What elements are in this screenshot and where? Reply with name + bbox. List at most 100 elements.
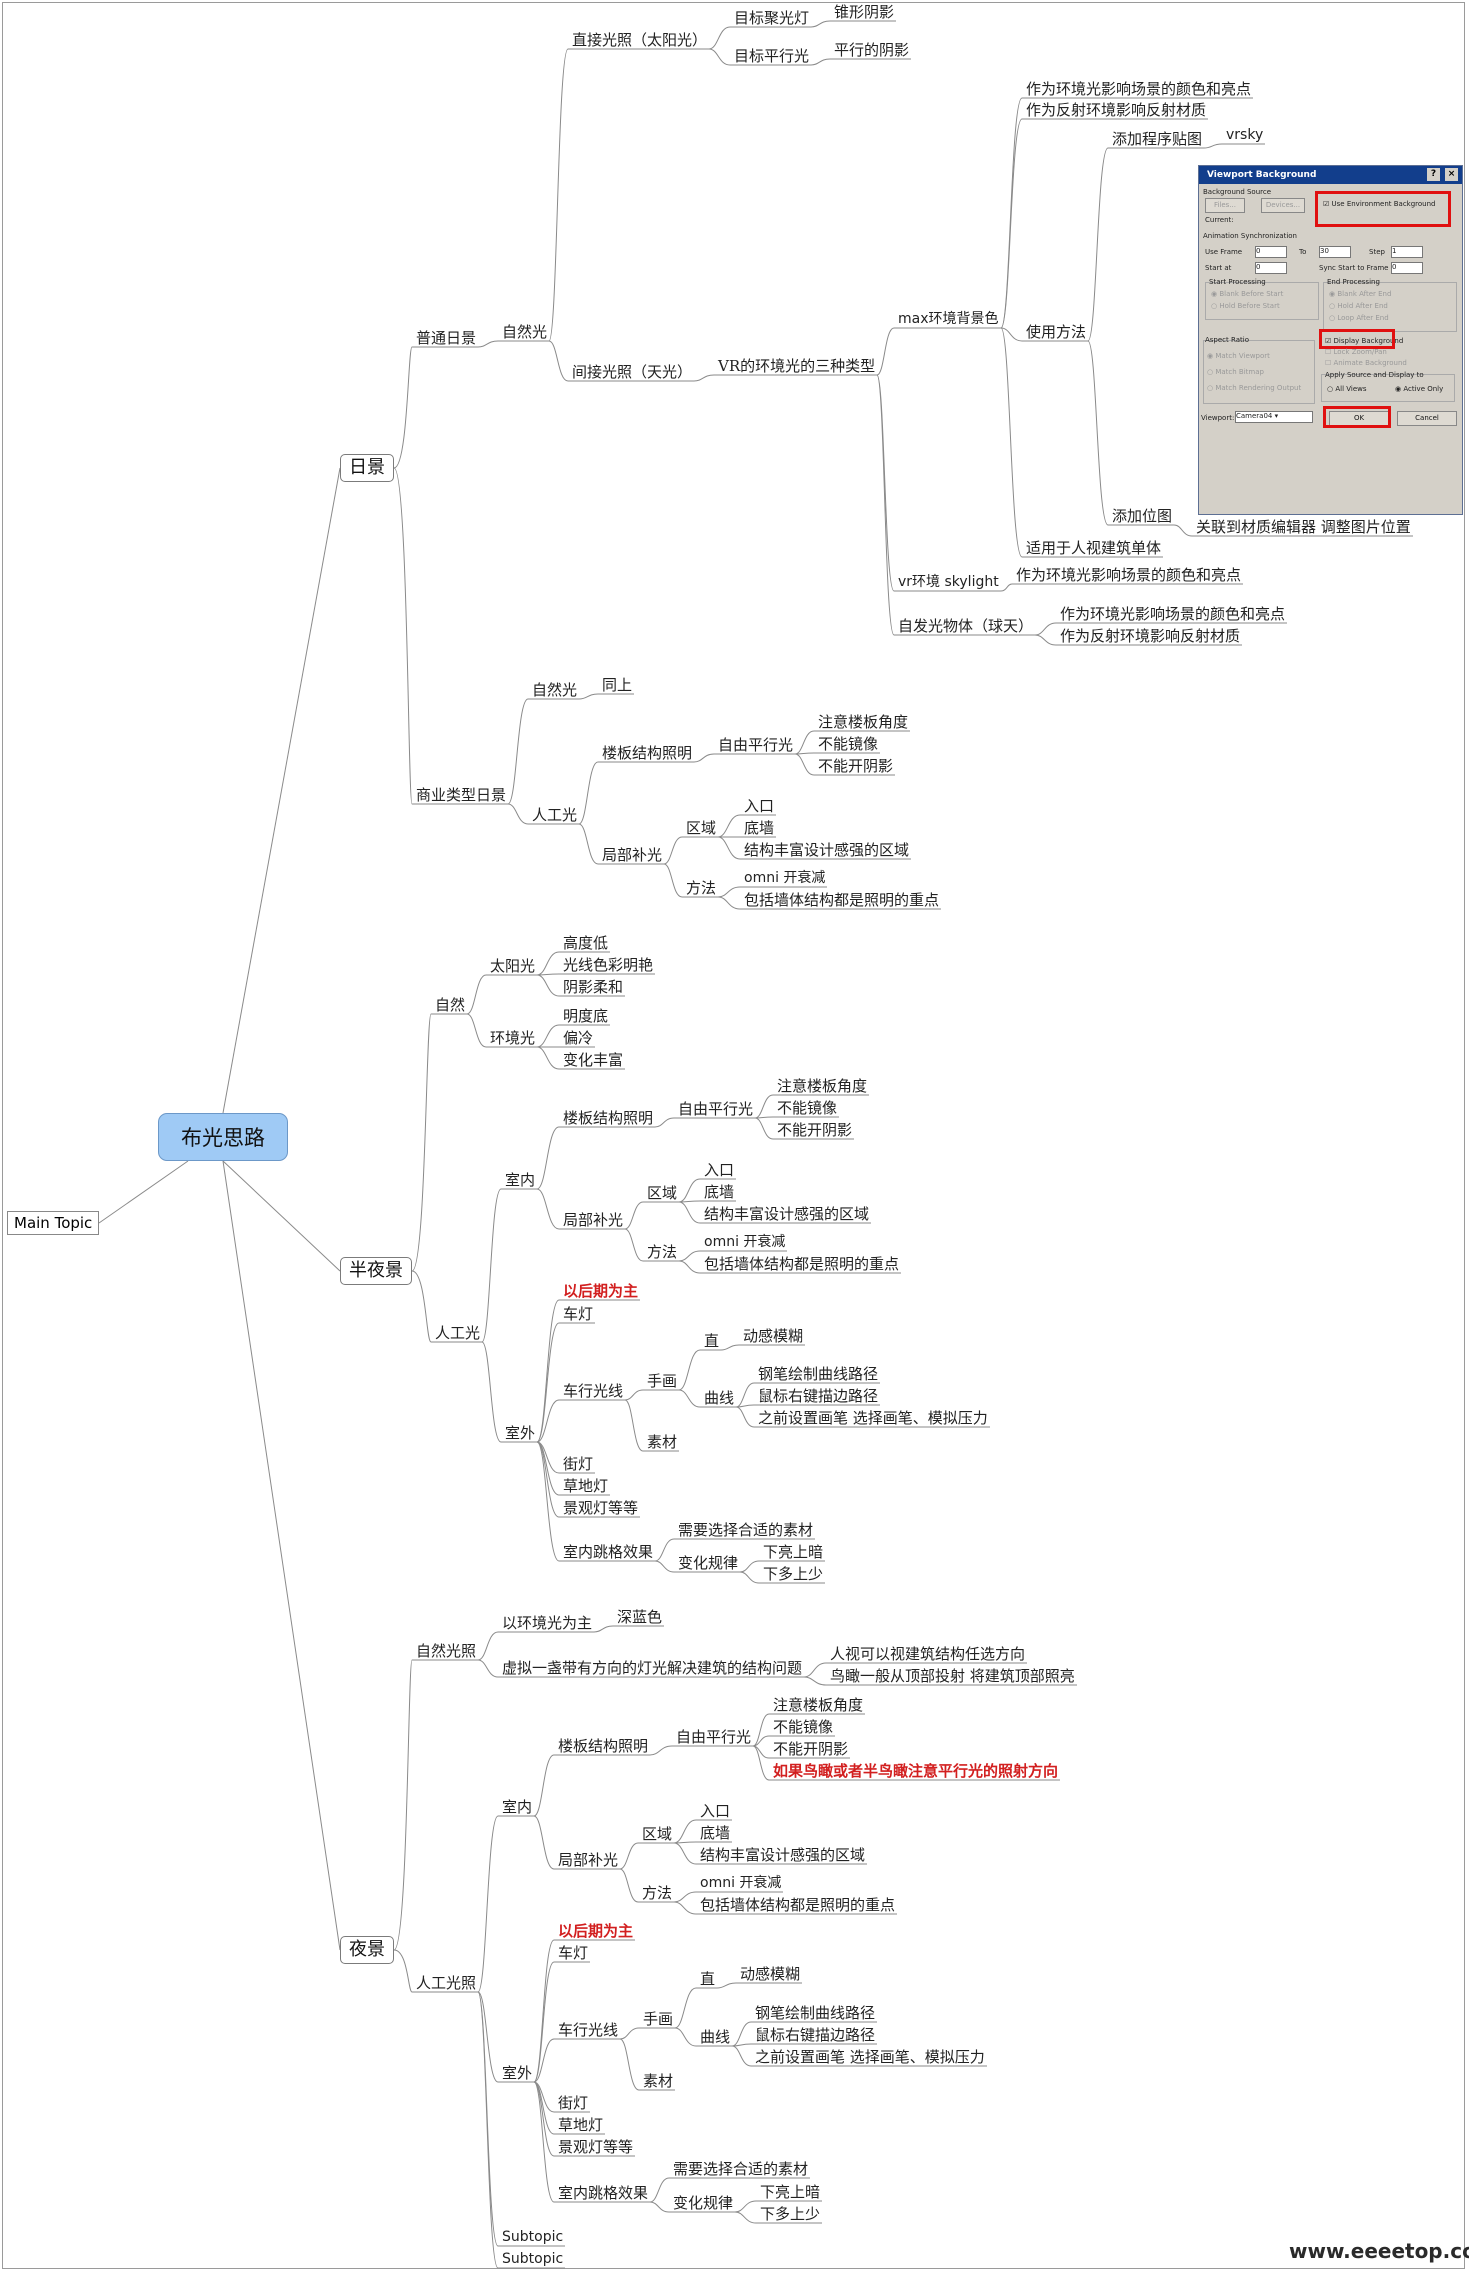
dusk-sun[interactable]: 太阳光 — [490, 957, 536, 975]
night-post[interactable]: 以后期为主 — [558, 1922, 634, 1940]
night-outdoor[interactable]: 室外 — [502, 2064, 533, 2082]
use-frame-field[interactable]: 0 — [1255, 246, 1287, 258]
dusk-amb-2[interactable]: 偏冷 — [563, 1029, 594, 1047]
dusk-local[interactable]: 局部补光 — [563, 1211, 624, 1229]
day-vr-skylight[interactable]: vr环境 skylight — [898, 574, 999, 590]
devices-button[interactable]: Devices... — [1261, 198, 1305, 213]
help-button[interactable]: ? — [1427, 168, 1440, 181]
day-c-omni[interactable]: omni 开衰减 — [744, 870, 826, 886]
night-curve[interactable]: 曲线 — [700, 2028, 731, 2046]
all-views-radio[interactable]: ○ All Views — [1327, 385, 1367, 393]
day-c-area[interactable]: 区域 — [686, 819, 717, 837]
dusk-method[interactable]: 方法 — [647, 1243, 678, 1261]
day-c-method[interactable]: 方法 — [686, 879, 717, 897]
dusk-bright-up[interactable]: 下亮上暗 — [763, 1543, 824, 1561]
night-indoor[interactable]: 室内 — [502, 1798, 533, 1816]
day-commercial[interactable]: 商业类型日景 — [416, 786, 507, 804]
night-focus[interactable]: 包括墙体结构都是照明的重点 — [700, 1896, 896, 1914]
dusk-no-shadow[interactable]: 不能开阴影 — [777, 1121, 853, 1139]
night-bright-up[interactable]: 下亮上暗 — [760, 2183, 821, 2201]
night-hand[interactable]: 手画 — [643, 2010, 674, 2028]
branch-night[interactable]: 夜景 — [340, 1936, 394, 1964]
dusk-artificial[interactable]: 人工光 — [435, 1324, 481, 1342]
day-self-env-reflect[interactable]: 作为反射环境影响反射材质 — [1060, 627, 1241, 645]
day-suit-human[interactable]: 适用于人视建筑单体 — [1026, 539, 1162, 557]
dusk-lawn[interactable]: 草地灯 — [563, 1477, 609, 1495]
day-env-reflect[interactable]: 作为反射环境影响反射材质 — [1026, 101, 1207, 119]
day-bitmap-note[interactable]: 关联到材质编辑器 调整图片位置 — [1196, 518, 1411, 536]
night-material[interactable]: 素材 — [643, 2072, 674, 2090]
hold-before-radio[interactable]: ○ Hold Before Start — [1211, 302, 1280, 310]
dusk-indoor[interactable]: 室内 — [505, 1171, 536, 1189]
dusk-street[interactable]: 街灯 — [563, 1455, 594, 1473]
night-brush[interactable]: 之前设置画笔 选择画笔、模拟压力 — [755, 2048, 985, 2066]
day-natural-light[interactable]: 自然光 — [502, 323, 548, 341]
dusk-entrance[interactable]: 入口 — [704, 1161, 735, 1179]
night-artificial[interactable]: 人工光照 — [416, 1974, 477, 1992]
day-c-base[interactable]: 底墙 — [744, 819, 775, 837]
day-c-artificial[interactable]: 人工光 — [532, 806, 578, 824]
dusk-material[interactable]: 素材 — [647, 1433, 678, 1451]
match-bitmap-radio[interactable]: ○ Match Bitmap — [1207, 368, 1264, 376]
day-c-local[interactable]: 局部补光 — [602, 846, 663, 864]
start-at-field[interactable]: 0 — [1255, 262, 1287, 274]
dusk-straight[interactable]: 直 — [704, 1332, 720, 1350]
day-vrsky[interactable]: vrsky — [1226, 127, 1264, 143]
central-topic[interactable]: 布光思路 — [158, 1113, 288, 1161]
day-normal[interactable]: 普通日景 — [416, 329, 477, 347]
lock-zoom-checkbox[interactable]: ☐ Lock Zoom/Pan — [1325, 348, 1387, 356]
night-base[interactable]: 底墙 — [700, 1824, 731, 1842]
night-subtopic-2[interactable]: Subtopic — [502, 2251, 564, 2267]
night-jump[interactable]: 室内跳格效果 — [558, 2184, 649, 2202]
dusk-car-trail[interactable]: 车行光线 — [563, 1382, 624, 1400]
dusk-sun-1[interactable]: 高度低 — [563, 934, 609, 952]
day-self-illum[interactable]: 自发光物体（球天） — [898, 617, 1034, 635]
day-direct[interactable]: 直接光照（太阳光） — [572, 31, 708, 49]
night-no-shadow[interactable]: 不能开阴影 — [773, 1740, 849, 1758]
day-env-color[interactable]: 作为环境光影响场景的颜色和亮点 — [1026, 80, 1252, 98]
step-field[interactable]: 1 — [1391, 246, 1423, 258]
night-motion-blur[interactable]: 动感模糊 — [740, 1965, 801, 1983]
day-c-natural[interactable]: 自然光 — [532, 681, 578, 699]
day-target-spot[interactable]: 目标聚光灯 — [734, 9, 810, 27]
day-add-procedural[interactable]: 添加程序贴图 — [1112, 130, 1203, 148]
night-deep-blue[interactable]: 深蓝色 — [617, 1608, 663, 1626]
night-lawn[interactable]: 草地灯 — [558, 2116, 604, 2134]
main-topic[interactable]: Main Topic — [7, 1211, 100, 1235]
dusk-amb-3[interactable]: 变化丰富 — [563, 1051, 624, 1069]
match-render-radio[interactable]: ○ Match Rendering Output — [1207, 384, 1302, 392]
night-rich[interactable]: 结构丰富设计感强的区域 — [700, 1846, 866, 1864]
night-method[interactable]: 方法 — [642, 1884, 673, 1902]
day-max-env[interactable]: max环境背景色 — [898, 311, 999, 327]
night-subtopic-1[interactable]: Subtopic — [502, 2229, 564, 2245]
dusk-no-mirror[interactable]: 不能镜像 — [777, 1099, 838, 1117]
night-straight[interactable]: 直 — [700, 1970, 716, 1988]
night-local[interactable]: 局部补光 — [558, 1851, 619, 1869]
night-human-view[interactable]: 人视可以视建筑结构任选方向 — [830, 1645, 1026, 1663]
active-only-radio[interactable]: ◉ Active Only — [1395, 385, 1444, 393]
day-vr-types[interactable]: VR的环境光的三种类型 — [718, 357, 876, 375]
night-omni[interactable]: omni 开衰减 — [700, 1875, 782, 1891]
dusk-sun-2[interactable]: 光线色彩明艳 — [563, 956, 654, 974]
day-indirect[interactable]: 间接光照（天光） — [572, 363, 693, 381]
use-env-checkbox[interactable]: ☑ Use Environment Background — [1323, 200, 1436, 208]
day-self-env-color[interactable]: 作为环境光影响场景的颜色和亮点 — [1060, 605, 1286, 623]
night-natural[interactable]: 自然光照 — [416, 1642, 477, 1660]
dusk-hand[interactable]: 手画 — [647, 1372, 678, 1390]
night-street[interactable]: 街灯 — [558, 2094, 589, 2112]
dusk-right-click[interactable]: 鼠标右键描边路径 — [758, 1387, 879, 1405]
night-free-parallel[interactable]: 自由平行光 — [676, 1728, 752, 1746]
dusk-post[interactable]: 以后期为主 — [563, 1282, 639, 1300]
match-viewport-radio[interactable]: ◉ Match Viewport — [1207, 352, 1270, 360]
dusk-free-parallel[interactable]: 自由平行光 — [678, 1100, 754, 1118]
dusk-landscape[interactable]: 景观灯等等 — [563, 1499, 639, 1517]
hold-after-radio[interactable]: ○ Hold After End — [1329, 302, 1388, 310]
night-right-click[interactable]: 鼠标右键描边路径 — [755, 2026, 876, 2044]
dusk-omni[interactable]: omni 开衰减 — [704, 1234, 786, 1250]
dusk-curve[interactable]: 曲线 — [704, 1389, 735, 1407]
dusk-pen-path[interactable]: 钢笔绘制曲线路径 — [758, 1365, 879, 1383]
dusk-choose-mat[interactable]: 需要选择合适的素材 — [678, 1521, 814, 1539]
day-c-floor-angle[interactable]: 注意楼板角度 — [818, 713, 909, 731]
day-c-no-shadow[interactable]: 不能开阴影 — [818, 757, 894, 775]
day-add-bitmap[interactable]: 添加位图 — [1112, 507, 1173, 525]
